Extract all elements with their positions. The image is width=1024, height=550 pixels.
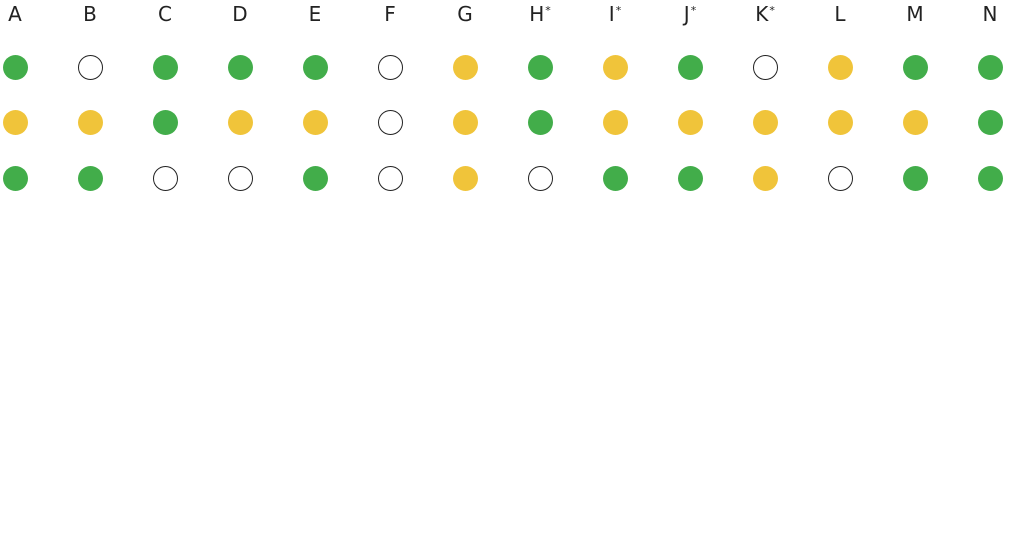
status-dot-green <box>527 110 553 135</box>
status-dot-green <box>677 165 703 191</box>
status-dot-green <box>77 165 103 191</box>
asterisk-marker: * <box>615 4 622 17</box>
column-header: H* <box>510 2 570 26</box>
column-header: C <box>135 2 195 26</box>
status-dot-yellow <box>677 110 703 135</box>
status-dot-green <box>2 165 28 191</box>
status-dot-yellow <box>602 110 628 135</box>
status-dot-yellow <box>452 54 478 80</box>
status-dot-yellow <box>752 165 778 191</box>
status-dot-empty <box>77 54 103 80</box>
status-dot-green <box>977 110 1003 135</box>
status-dot-yellow <box>602 54 628 80</box>
status-dot-empty <box>377 54 403 80</box>
asterisk-marker: * <box>545 4 551 17</box>
column-label: H <box>529 2 545 26</box>
column-label: J <box>683 2 690 26</box>
status-dot-green <box>302 54 328 80</box>
status-dot-yellow <box>827 54 853 80</box>
column-label: E <box>308 2 322 26</box>
column-header: A <box>0 2 45 26</box>
column-header: J* <box>660 2 720 26</box>
status-dot-green <box>2 54 28 80</box>
status-dot-yellow <box>752 110 778 135</box>
status-dot-green <box>677 54 703 80</box>
column-label: K <box>755 2 769 26</box>
column-header: G <box>435 2 495 26</box>
status-dot-empty <box>377 165 403 191</box>
status-dot-yellow <box>227 110 253 135</box>
status-dot-green <box>902 54 928 80</box>
column-label: N <box>982 2 998 26</box>
asterisk-marker: * <box>769 4 775 17</box>
status-dot-green <box>977 54 1003 80</box>
column-label: B <box>83 2 97 26</box>
status-dot-green <box>902 165 928 191</box>
status-dot-green <box>527 54 553 80</box>
status-dot-yellow <box>2 110 28 135</box>
column-header: K* <box>735 2 795 26</box>
status-dot-empty <box>827 165 853 191</box>
status-dot-green <box>977 165 1003 191</box>
column-label: A <box>8 2 22 26</box>
column-label: F <box>384 2 396 26</box>
column-label: G <box>457 2 473 26</box>
status-dot-yellow <box>302 110 328 135</box>
status-dot-yellow <box>902 110 928 135</box>
column-label: C <box>158 2 172 26</box>
column-label: D <box>232 2 248 26</box>
column-label: I <box>608 2 615 26</box>
status-dot-yellow <box>452 165 478 191</box>
column-header: F <box>360 2 420 26</box>
column-header: D <box>210 2 270 26</box>
status-dot-yellow <box>827 110 853 135</box>
column-label: M <box>906 2 924 26</box>
status-dot-empty <box>152 165 178 191</box>
status-dot-green <box>152 110 178 135</box>
status-dot-green <box>227 54 253 80</box>
status-dot-green <box>152 54 178 80</box>
status-dot-yellow <box>452 110 478 135</box>
column-header: E <box>285 2 345 26</box>
status-dot-empty <box>527 165 553 191</box>
column-header: L <box>810 2 870 26</box>
column-header: M <box>885 2 945 26</box>
status-dot-empty <box>227 165 253 191</box>
status-dot-green <box>302 165 328 191</box>
status-dot-empty <box>752 54 778 80</box>
column-header: B <box>60 2 120 26</box>
column-header: I* <box>585 2 645 26</box>
status-dot-green <box>602 165 628 191</box>
column-header: N <box>960 2 1020 26</box>
column-label: L <box>834 2 846 26</box>
status-dot-empty <box>377 110 403 135</box>
asterisk-marker: * <box>690 4 697 17</box>
status-dot-yellow <box>77 110 103 135</box>
